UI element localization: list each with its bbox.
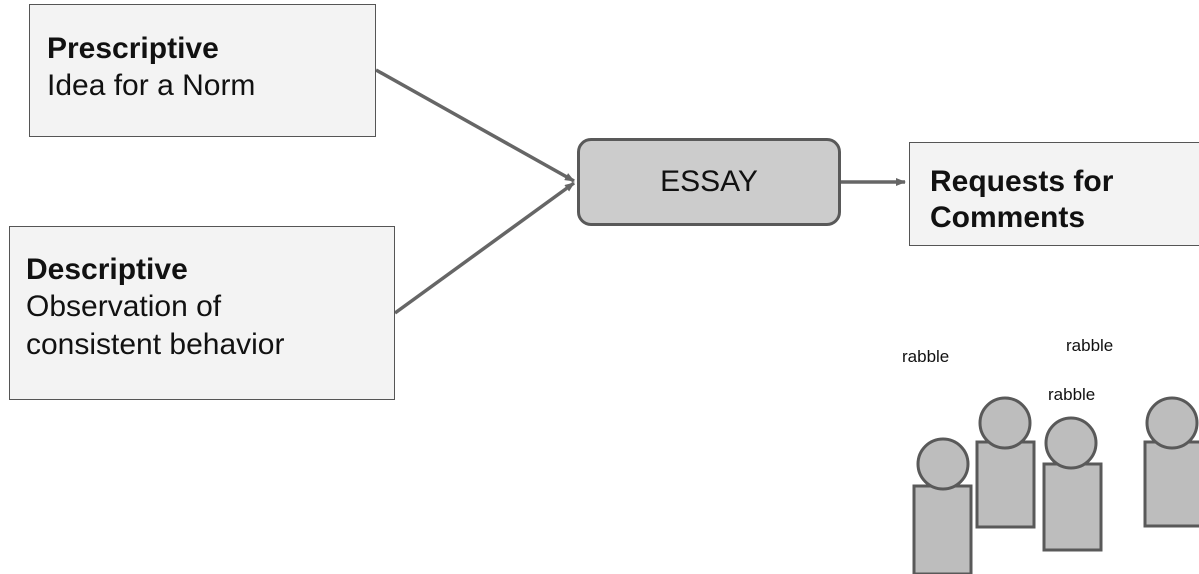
prescriptive-description: Idea for a Norm xyxy=(47,69,256,102)
rabble-label: rabble xyxy=(1066,336,1114,355)
rabble-label: rabble xyxy=(902,347,950,366)
requests-for-comments-box: Requests for Comments xyxy=(909,142,1199,246)
prescriptive-box: Prescriptive Idea for a Norm xyxy=(29,4,376,137)
rfc-title-line-2: Comments xyxy=(930,201,1086,234)
arrow-prescriptive-to-essay xyxy=(375,68,575,183)
rabble-crowd xyxy=(912,396,1199,574)
descriptive-box: Descriptive Observation of consistent be… xyxy=(9,226,395,400)
person-figure-3 xyxy=(1042,416,1103,552)
essay-label: ESSAY xyxy=(660,165,758,198)
descriptive-title: Descriptive xyxy=(26,253,188,286)
person-figure-4 xyxy=(1143,396,1199,528)
arrow-descriptive-to-essay xyxy=(393,181,576,315)
essay-node: ESSAY xyxy=(577,138,841,226)
rabble-label: rabble xyxy=(1048,385,1096,404)
prescriptive-title: Prescriptive xyxy=(47,32,219,65)
person-figure-2 xyxy=(975,396,1036,529)
descriptive-description-line-2: consistent behavior xyxy=(26,328,285,361)
descriptive-description-line-1: Observation of xyxy=(26,290,222,323)
person-figure-1 xyxy=(912,437,973,574)
rfc-title-line-1: Requests for xyxy=(930,165,1114,198)
